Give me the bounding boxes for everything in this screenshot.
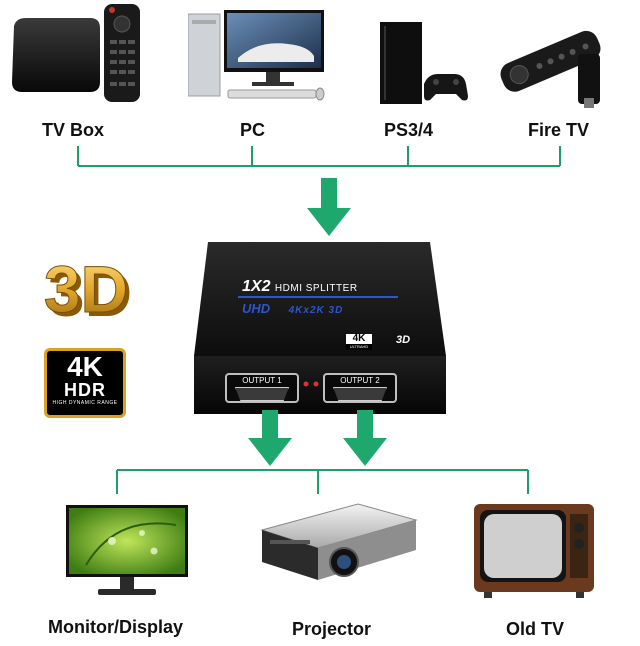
3d-badge: 3D 3D bbox=[40, 240, 130, 331]
splitter-3d-badge: 3D bbox=[396, 334, 411, 346]
output-port-1: OUTPUT 1 bbox=[226, 374, 298, 401]
monitor-icon bbox=[66, 505, 188, 605]
3d-badge-text: 3D bbox=[44, 252, 128, 326]
output-port-1-label: OUTPUT 1 bbox=[242, 376, 282, 385]
hdmi-port-2-icon bbox=[333, 387, 387, 401]
fire-tv-stick-icon bbox=[486, 0, 614, 110]
output-label-old-tv: Old TV bbox=[506, 619, 564, 639]
4k-hdr-badge-mid: HDR bbox=[64, 380, 106, 400]
hdmi-port-1-icon bbox=[235, 387, 289, 401]
output-connector-lines bbox=[116, 469, 529, 494]
output-port-2-label: OUTPUT 2 bbox=[340, 376, 380, 385]
hdmi-splitter-device: 1X2 HDMI SPLITTER UHD 4Kx2K 3D 4K ULTRAH… bbox=[190, 236, 450, 426]
game-console-icon bbox=[378, 22, 470, 106]
splitter-title-text: HDMI SPLITTER bbox=[274, 283, 358, 294]
splitter-subtitle-res: 4Kx2K 3D bbox=[288, 305, 344, 316]
splitter-underline bbox=[238, 296, 398, 298]
tv-box-icon bbox=[8, 0, 143, 110]
source-label-pc: PC bbox=[240, 120, 266, 140]
down-arrow-output-2-icon bbox=[343, 410, 387, 466]
pc-icon bbox=[188, 10, 328, 106]
splitter-title: 1X2 HDMI SPLITTER bbox=[242, 278, 358, 296]
4k-hdr-badge-bottom: HIGH DYNAMIC RANGE bbox=[52, 400, 118, 406]
projector-icon bbox=[258, 500, 420, 586]
splitter-title-model: 1X2 bbox=[242, 278, 271, 295]
3d-badge-shadow: 3D bbox=[48, 256, 130, 330]
output-label-monitor: Monitor/Display bbox=[48, 617, 184, 637]
splitter-subtitle: UHD 4Kx2K 3D bbox=[242, 300, 343, 318]
output-port-2: OUTPUT 2 bbox=[324, 374, 396, 401]
source-label-fire-tv: Fire TV bbox=[528, 120, 590, 140]
output-label-projector: Projector bbox=[292, 619, 372, 639]
down-arrow-icon bbox=[307, 178, 351, 236]
source-label-ps: PS3/4 bbox=[384, 120, 434, 140]
old-tv-icon bbox=[474, 500, 594, 600]
splitter-subtitle-uhd: UHD bbox=[242, 301, 271, 316]
down-arrow-output-1-icon bbox=[248, 410, 292, 466]
4k-hdr-badge-top: 4K bbox=[67, 351, 103, 382]
source-label-tv-box: TV Box bbox=[42, 120, 105, 140]
input-connector-lines bbox=[77, 146, 561, 167]
splitter-4k-badge: 4K ULTRAHD bbox=[346, 334, 372, 350]
4k-hdr-badge: 4K HDR HIGH DYNAMIC RANGE bbox=[44, 348, 126, 418]
